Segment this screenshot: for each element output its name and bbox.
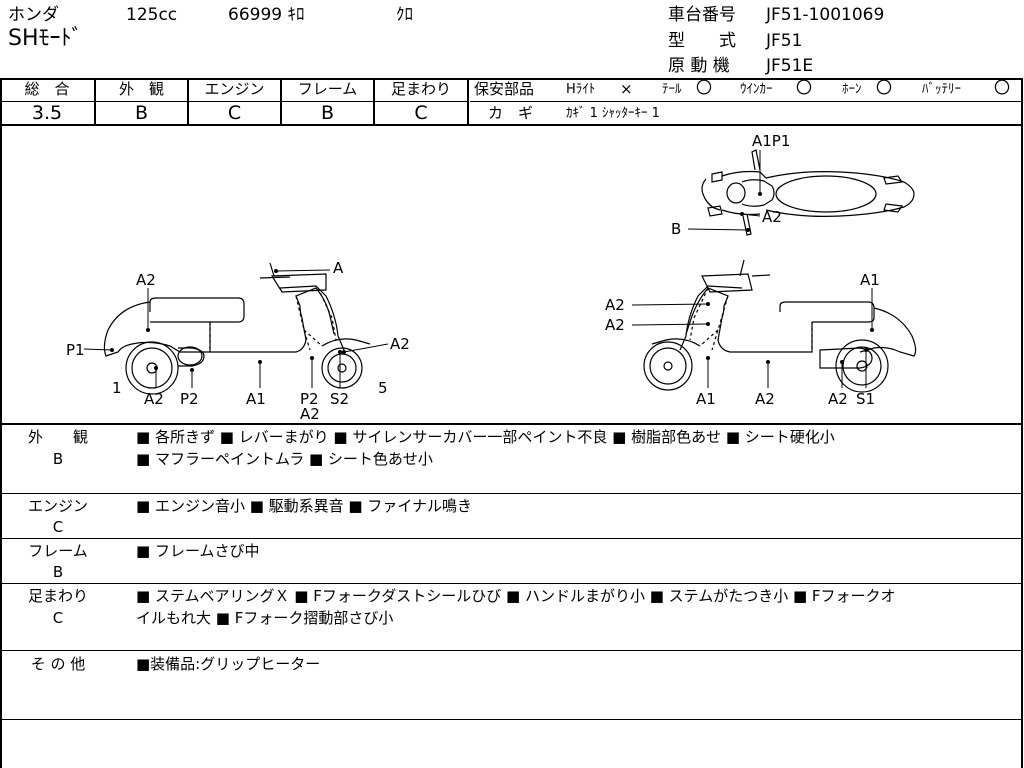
safety-tail-label: ﾃｰﾙ [662,82,682,97]
safety-tail-mark: 〇 [696,78,713,97]
label-left-a: A [333,259,344,277]
divider [0,650,1023,651]
safety-headlight-label: Hﾗｲﾄ [566,82,596,97]
grade-suspension: C [414,102,428,124]
type-label: 型 式 [668,31,736,51]
divider [187,78,189,126]
label-left-1: 1 [112,379,122,397]
label-top-b: B [671,220,681,238]
label-left-bottom-p2: P2 [180,390,199,408]
displacement: 125cc [126,5,178,25]
divider [0,719,1023,720]
damage-diagram: A1P1 A2 B A A2 P1 A2 1 5 A2 P2 A1 P2 S2 … [66,132,917,423]
safety-battery-mark: 〇 [994,78,1011,97]
divider [280,78,282,126]
label-right-bottom-a2b: A2 [828,390,848,408]
label-top-a2: A2 [762,208,782,226]
note-label-engine: エンジン [27,497,88,515]
label-right-a2-2: A2 [605,316,625,334]
note-grade-exterior: B [52,450,64,468]
label-left-bottom-a2b: A2 [300,405,320,423]
label-left-a2-top: A2 [136,271,156,289]
divider [0,538,1023,539]
grade-exterior: B [134,102,149,124]
grade-frame: B [320,102,335,124]
grade-header-engine: エンジン [204,80,265,98]
note-label-suspension: 足まわり [27,587,88,605]
label-left-bottom-a1: A1 [246,390,266,408]
divider [0,124,1023,126]
grade-overall: 3.5 [31,102,63,124]
note-text-engine: ■ エンジン音小 ■ 駆動系異音 ■ ファイナル鳴き [136,497,473,515]
label-right-bottom-a2: A2 [755,390,775,408]
note-label-frame: フレーム [28,542,88,560]
type-value: JF51 [766,31,803,51]
label-right-a1-top: A1 [860,271,880,289]
note-grade-frame: B [52,563,64,581]
color: ｸﾛ [396,5,413,25]
divider [0,78,1023,80]
divider [94,78,96,126]
engine-label: 原 動 機 [668,56,730,76]
divider [0,583,1023,584]
left-view-scooter [103,262,371,395]
marker-dots [110,192,874,372]
label-top-a1p1: A1P1 [752,132,790,150]
frame-no: JF51-1001069 [766,5,885,25]
divider [0,101,468,102]
frame-no-label: 車台番号 [668,5,736,25]
model-name: SHﾓｰﾄﾞ [8,26,83,51]
divider [470,101,1023,102]
grade-engine: C [227,102,242,124]
note-grade-engine: C [52,518,64,536]
mileage: 66999 ｷﾛ [228,5,305,25]
label-right-a2-1: A2 [605,296,625,314]
note-label-other: そ の 他 [30,655,86,673]
safety-battery-label: ﾊﾞｯﾃﾘｰ [922,82,961,97]
divider [373,78,375,126]
label-left-5: 5 [378,379,388,397]
note-text-frame: ■ フレームさび中 [136,542,260,560]
label-left-bottom-p2b: P2 [300,390,319,408]
engine-value: JF51E [766,56,814,76]
note-grade-suspension: C [52,609,64,627]
safety-headlight-mark: × [620,80,633,98]
safety-title: 保安部品 [474,80,535,98]
note-label-exterior: 外 観 [27,428,88,446]
label-left-p1: P1 [66,341,85,359]
label-right-bottom-a1: A1 [696,390,716,408]
grade-header-suspension: 足まわり [390,80,451,98]
divider [467,78,469,126]
note-text-suspension-2: イルもれ大 ■ Fフォーク摺動部さび小 [136,609,394,627]
label-left-bottom-s2: S2 [330,390,349,408]
key-value: ｶｷﾞ 1 ｼｬｯﾀｰｷｰ 1 [566,106,660,121]
note-text-exterior: ■ 各所きず ■ レバーまがり ■ サイレンサーカバー一部ペイント不良 ■ 樹脂… [136,428,835,446]
grade-header-exterior: 外 観 [118,80,164,98]
grade-header-frame: フレーム [297,80,358,98]
maker: ホンダ [8,5,59,25]
divider [0,493,1023,494]
safety-horn-mark: 〇 [876,78,893,97]
safety-winker-label: ｳｲﾝｶｰ [740,82,773,97]
safety-winker-mark: 〇 [796,78,813,97]
top-view-scooter [701,149,915,236]
leader-lines [83,150,873,388]
safety-horn-label: ﾎｰﾝ [842,82,862,97]
divider [0,423,1023,425]
grade-header-overall: 総 合 [24,80,70,98]
note-text-suspension: ■ ステムベアリングＸ ■ Fフォークダストシールひび ■ ハンドルまがり小 ■… [136,587,896,605]
note-text-exterior-2: ■ マフラーペイントムラ ■ シート色あせ小 [136,450,433,468]
label-left-bottom-a2: A2 [144,390,164,408]
label-left-a2-right: A2 [390,335,410,353]
note-text-other: ■装備品:グリップヒーター [136,655,321,673]
label-right-bottom-s1: S1 [856,390,875,408]
key-label: カ ギ [488,104,534,122]
